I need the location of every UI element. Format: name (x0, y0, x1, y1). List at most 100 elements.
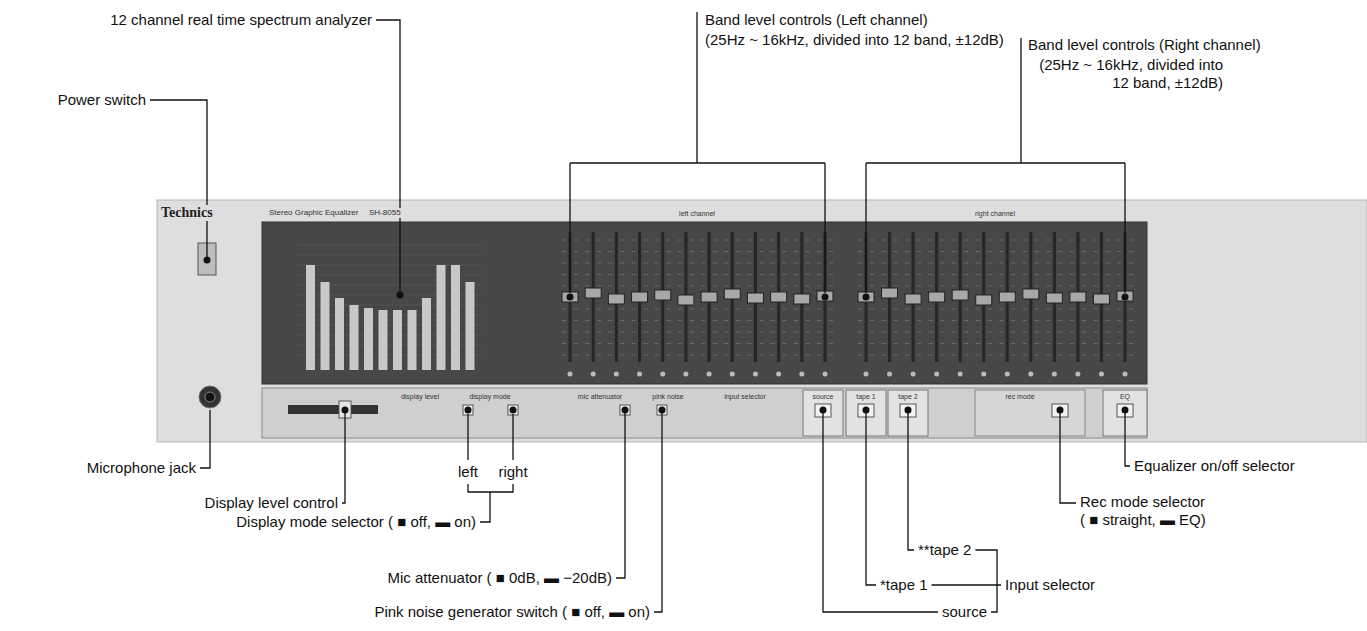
slider-tick (585, 332, 589, 333)
slider-tick (1046, 286, 1050, 287)
slider-tick (574, 286, 578, 287)
slider-knob (771, 292, 787, 302)
slider-tick (1023, 263, 1027, 264)
slider-tick (1082, 286, 1086, 287)
slider-tick (1105, 320, 1109, 321)
callout-label: (25Hz ~ 16kHz, divided into 12 band, ±12… (705, 31, 1004, 49)
indicator-led (799, 372, 804, 377)
slider-tick (597, 309, 601, 310)
leader-dot (659, 407, 666, 414)
slider-knob (858, 292, 874, 302)
callout-label: Mic attenuator ( ■ 0dB, ▬ −20dB) (387, 569, 612, 587)
slider-tick (976, 332, 980, 333)
slider-tick (701, 263, 705, 264)
slider-tick (597, 263, 601, 264)
slider-tick (678, 251, 682, 252)
slider-tick (783, 309, 787, 310)
slider-tick (713, 274, 717, 275)
slider-tick (1023, 251, 1027, 252)
slider-tick (644, 343, 648, 344)
slider-tick (574, 274, 578, 275)
slider-tick (905, 320, 909, 321)
slider-tick (655, 343, 659, 344)
slider-tick (574, 343, 578, 344)
slider-tick (632, 251, 636, 252)
indicator-led (1005, 372, 1010, 377)
slider-tick (976, 343, 980, 344)
slider-tick (620, 263, 624, 264)
slider-tick (667, 320, 671, 321)
slider-tick (597, 332, 601, 333)
slider-tick (632, 274, 636, 275)
slider-tick (817, 332, 821, 333)
slider-tick (858, 355, 862, 356)
callout-label: Band level controls (Left channel) (705, 11, 928, 29)
slider-tick (1035, 343, 1039, 344)
slider-tick (736, 332, 740, 333)
slider-tick (941, 286, 945, 287)
slider-tick (1129, 343, 1133, 344)
slider-tick (690, 332, 694, 333)
slider-knob (632, 292, 648, 302)
push-button (657, 405, 667, 415)
slider-tick (736, 240, 740, 241)
slider-tick (585, 320, 589, 321)
slider-tick (1117, 286, 1121, 287)
slider-tick (806, 274, 810, 275)
slider-tick (929, 355, 933, 356)
slider-tick (999, 251, 1003, 252)
panel-marking: EQ (1119, 393, 1131, 401)
front-panel (157, 200, 1367, 442)
slider-tick (976, 286, 980, 287)
slider-tick (562, 251, 566, 252)
panel-marking: tape 2 (897, 393, 918, 401)
indicator-led (683, 372, 688, 377)
slider-tick (736, 355, 740, 356)
push-button (463, 405, 473, 415)
slider-tick (829, 355, 833, 356)
slider-tick (701, 286, 705, 287)
slider-tick (870, 332, 874, 333)
slider-tick (1011, 355, 1015, 356)
display-window (262, 222, 1147, 384)
slider-tick (1093, 343, 1097, 344)
callout-label: *tape 1 (880, 576, 928, 594)
leader-line (468, 484, 513, 492)
leader-dot (204, 257, 211, 264)
analyzer-grid-line (298, 245, 482, 246)
slider-tick (1058, 240, 1062, 241)
slider-tick (690, 343, 694, 344)
slider-tick (1105, 240, 1109, 241)
slider-tick (1093, 309, 1097, 310)
slider-tick (562, 274, 566, 275)
slider-tick (806, 343, 810, 344)
slider-tick (678, 263, 682, 264)
slider-tick (964, 332, 968, 333)
slider-tick (713, 309, 717, 310)
slider-tick (620, 343, 624, 344)
slider-tick (1023, 240, 1027, 241)
slider-tick (988, 286, 992, 287)
panel-marking: pink noise (651, 393, 685, 401)
slider-tick (632, 309, 636, 310)
leader-line (570, 162, 825, 163)
slider-tick (1129, 274, 1133, 275)
slider-tick (1070, 240, 1074, 241)
slider-tick (655, 263, 659, 264)
slider-tick (690, 320, 694, 321)
slider-tick (929, 309, 933, 310)
slider-tick (870, 274, 874, 275)
slider-tick (858, 332, 862, 333)
slider-tick (894, 263, 898, 264)
spectrum-bar (364, 308, 373, 370)
slider-tick (941, 240, 945, 241)
spectrum-bar (466, 282, 475, 370)
slider-tick (759, 263, 763, 264)
slider-tick (690, 251, 694, 252)
slider-tick (1011, 332, 1015, 333)
slider-tick (574, 309, 578, 310)
leader-dot (863, 294, 870, 301)
slider-tick (817, 355, 821, 356)
slider-tick (882, 263, 886, 264)
indicator-led (1028, 372, 1033, 377)
